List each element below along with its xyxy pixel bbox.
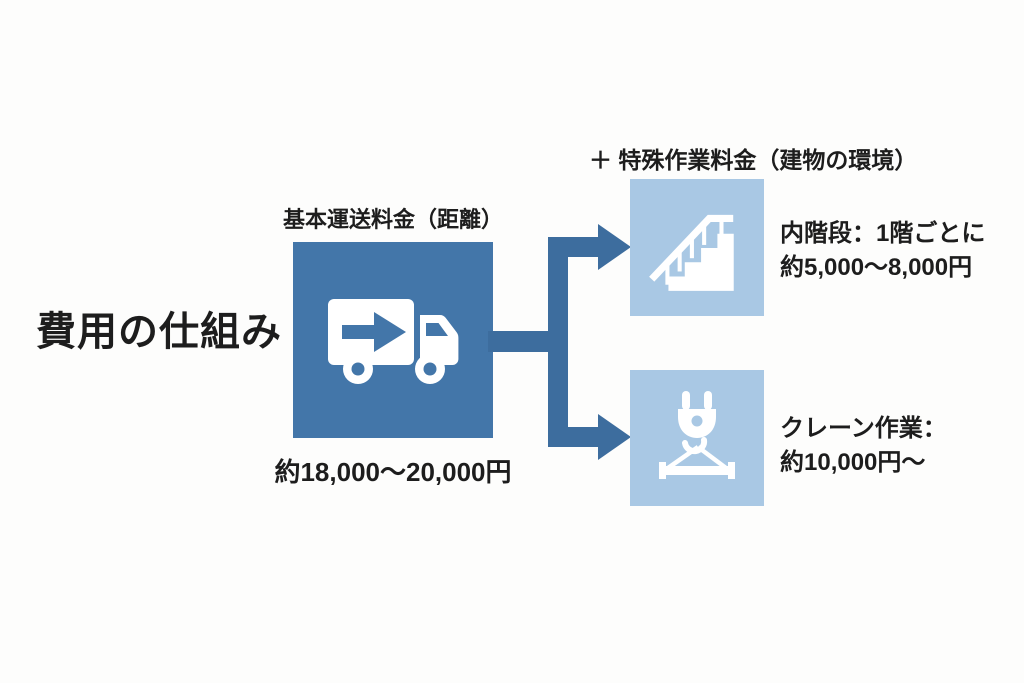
connector-branch-bottom [548, 427, 600, 447]
stairs-fee-line1: 内階段：1階ごとに [780, 220, 986, 247]
basic-fee-label: 基本運送料金（距離） [282, 207, 503, 232]
basic-fee-price: 約18,000〜20,000円 [274, 457, 512, 487]
truck-icon [318, 284, 468, 396]
arrowhead-bottom-icon [598, 414, 631, 460]
stairs-fee-box [630, 179, 764, 316]
stairs-fee-text: 内階段：1階ごとに 約5,000〜8,000円 [780, 217, 985, 285]
crane-fee-line1: クレーン作業： [780, 415, 947, 442]
basic-fee-box [293, 242, 493, 438]
connector-vertical-bar [548, 237, 568, 447]
arrowhead-top-icon [598, 224, 631, 270]
page-title: 費用の仕組み [36, 310, 282, 354]
connector-branch-top [548, 237, 600, 257]
stairs-fee-line2: 約5,000〜8,000円 [780, 254, 973, 281]
crane-fee-line2: 約10,000円〜 [780, 449, 926, 476]
special-fee-heading: ＋ 特殊作業料金（建物の環境） [589, 147, 918, 173]
crane-fee-text: クレーン作業： 約10,000円〜 [780, 412, 947, 480]
stairs-icon [646, 197, 748, 299]
crane-hook-icon [647, 388, 747, 488]
crane-fee-box [630, 370, 764, 506]
